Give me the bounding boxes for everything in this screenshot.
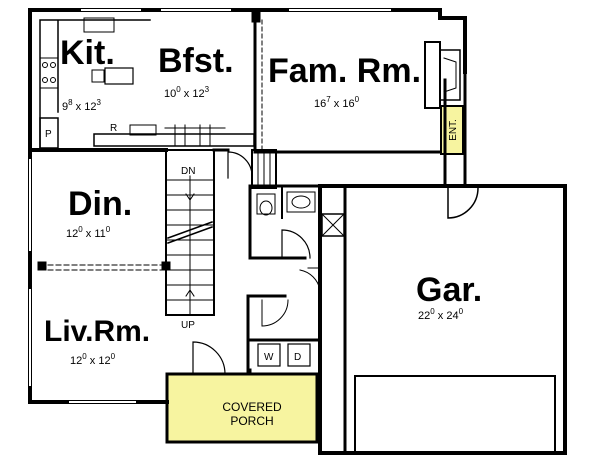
family-room-dims: 167 x 160 [314, 95, 360, 110]
porch-label-line1: COVERED [222, 400, 282, 414]
stair-up-label: UP [181, 320, 195, 331]
covered-porch-area [165, 372, 319, 444]
breakfast-dims: 100 x 123 [164, 85, 210, 100]
stair-down-label: DN [181, 166, 195, 177]
breakfast-name: Bfst. [158, 42, 234, 80]
garage-dims: 220 x 240 [418, 307, 464, 322]
porch-label-line2: PORCH [230, 414, 273, 428]
room-labels: Kit. 98 x 123 Bfst. 100 x 123 Fam. Rm. 1… [44, 34, 482, 428]
garage-name: Gar. [416, 271, 482, 309]
refrigerator-label: R [110, 123, 117, 134]
garage-door [354, 375, 556, 454]
living-room-dims: 120 x 120 [70, 352, 116, 367]
entertainment-label: ENT. [448, 119, 459, 141]
dryer [287, 343, 311, 367]
kitchen-dims: 98 x 123 [62, 98, 101, 113]
dryer-label: D [294, 352, 301, 363]
dining-dims: 120 x 110 [66, 225, 111, 240]
family-room-name: Fam. Rm. [268, 52, 421, 90]
living-room-name: Liv.Rm. [44, 315, 150, 348]
pantry-label: P [45, 129, 52, 140]
walls [28, 8, 567, 455]
washer-label: W [264, 352, 274, 363]
dining-name: Din. [68, 185, 132, 223]
washer [257, 343, 281, 367]
kitchen-name: Kit. [60, 34, 115, 72]
